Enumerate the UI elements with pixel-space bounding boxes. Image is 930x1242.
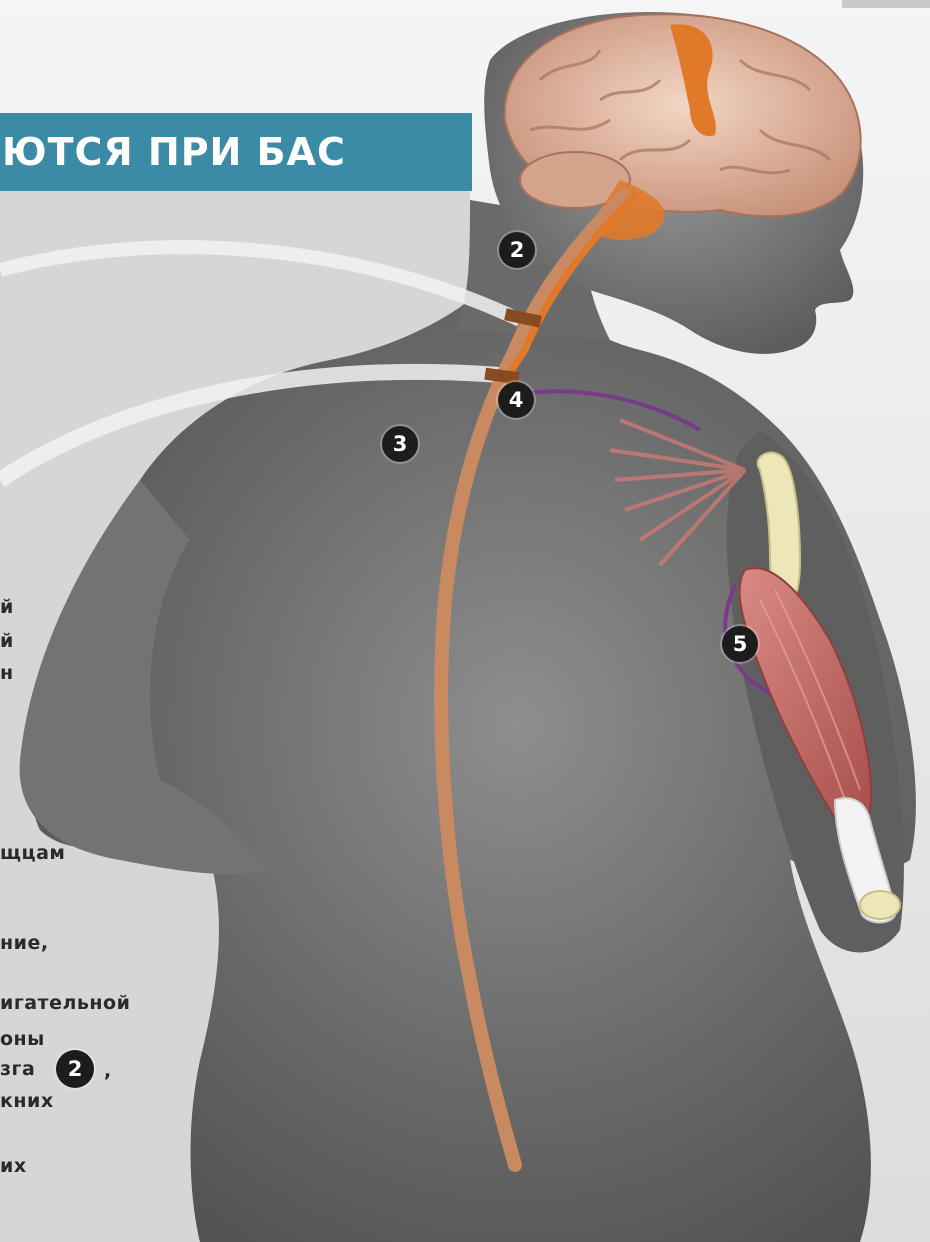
- text-fragment: зга: [0, 1058, 35, 1080]
- text-fragment: ,: [104, 1060, 112, 1082]
- text-fragment: игательной: [0, 992, 130, 1014]
- marker-badge-3: 3: [382, 426, 418, 462]
- title-banner: ЮТСЯ ПРИ БАС: [0, 113, 472, 191]
- marker-badge-2: 2: [499, 232, 535, 268]
- text-fragment: их: [0, 1155, 27, 1177]
- text-fragment: оны: [0, 1028, 45, 1050]
- inline-marker-badge-2: 2: [56, 1050, 94, 1088]
- banner-title: ЮТСЯ ПРИ БАС: [2, 130, 346, 174]
- text-fragment: щцам: [0, 842, 65, 864]
- text-fragment: ние,: [0, 932, 49, 954]
- text-fragment: й: [0, 630, 14, 652]
- corner-tab: [842, 0, 930, 8]
- marker-badge-5: 5: [722, 626, 758, 662]
- text-fragment: кних: [0, 1090, 54, 1112]
- text-fragment: й: [0, 596, 14, 618]
- bone-end: [860, 891, 900, 919]
- marker-badge-4: 4: [498, 382, 534, 418]
- text-fragment: н: [0, 662, 14, 684]
